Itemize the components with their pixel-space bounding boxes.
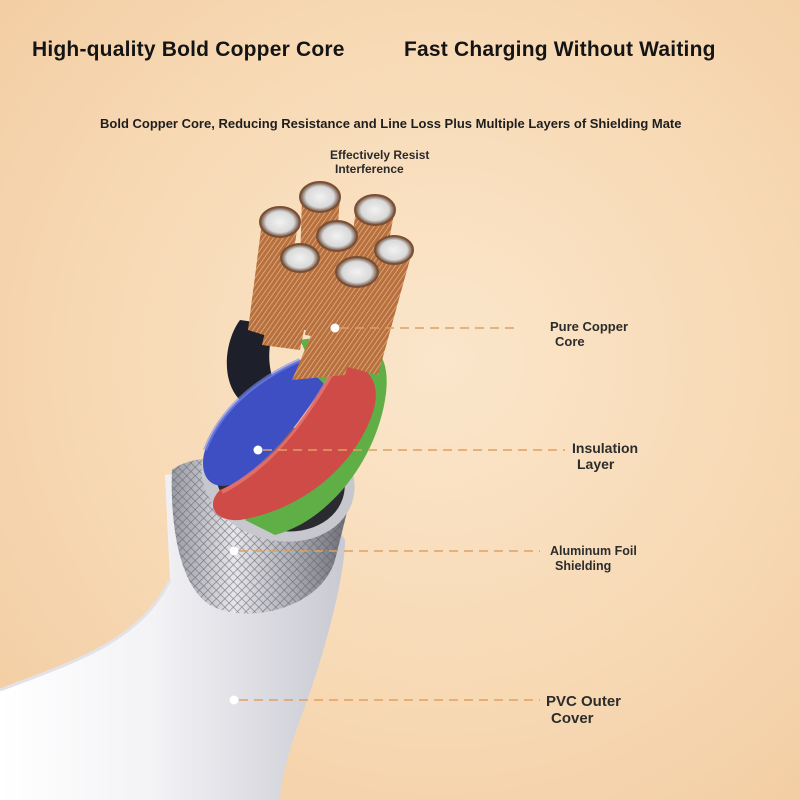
wire-red bbox=[212, 364, 376, 521]
callout-line-2: Interference bbox=[335, 162, 404, 176]
subheadline: Bold Copper Core, Reducing Resistance an… bbox=[100, 116, 682, 131]
label-pvc-outer-cover: PVC Outer Cover bbox=[546, 693, 621, 727]
pointer-core bbox=[330, 323, 340, 333]
label-line-2: Core bbox=[555, 334, 585, 349]
leader-lines bbox=[229, 323, 565, 705]
pointer-pvc bbox=[229, 695, 239, 705]
label-line-1: Insulation bbox=[572, 440, 639, 456]
label-aluminum-foil-shielding: Aluminum Foil Shielding bbox=[550, 544, 637, 574]
wire-blue bbox=[202, 360, 325, 486]
label-insulation-layer: Insulation Layer bbox=[572, 440, 638, 472]
pointer-insulation bbox=[253, 445, 263, 455]
label-line-1: Pure Copper bbox=[550, 319, 629, 334]
headline-left: High-quality Bold Copper Core bbox=[32, 38, 345, 61]
label-pure-copper-core: Pure Copper Core bbox=[550, 319, 628, 349]
callout-line-1: Effectively Resist bbox=[330, 148, 430, 162]
label-line-1: Aluminum Foil bbox=[550, 544, 637, 558]
callout-resist-interference: Effectively Resist Interference bbox=[330, 148, 429, 176]
label-line-2: Shielding bbox=[555, 559, 612, 573]
label-line-1: PVC Outer bbox=[546, 693, 622, 710]
pointer-foil bbox=[229, 546, 239, 556]
label-line-2: Layer bbox=[577, 456, 615, 472]
strand-end-faces bbox=[259, 181, 414, 288]
headline-right: Fast Charging Without Waiting bbox=[404, 38, 716, 61]
label-line-2: Cover bbox=[551, 710, 594, 727]
